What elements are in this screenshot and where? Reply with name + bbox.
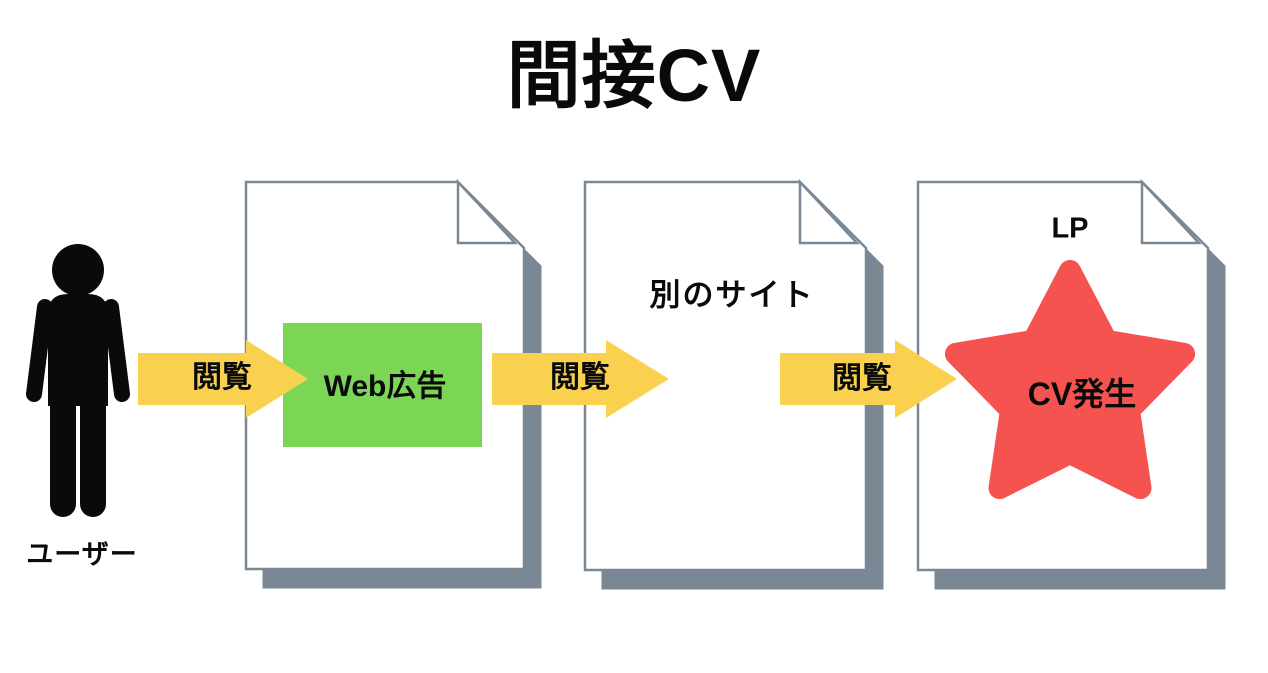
cv-star-icon xyxy=(944,260,1196,500)
document-1-fold-corner xyxy=(456,178,518,245)
document-2-fold-corner xyxy=(798,178,860,245)
web-ad-label: Web広告 xyxy=(323,370,447,403)
web-ad-box xyxy=(283,323,482,447)
arrow-3-label: 閲覧 xyxy=(832,362,892,395)
arrow-2-icon xyxy=(492,340,669,418)
user-label: ユーザー xyxy=(26,539,138,570)
cv-occurred-label: CV発生 xyxy=(1027,376,1137,412)
arrow-1-label: 閲覧 xyxy=(192,361,252,394)
document-2-icon xyxy=(583,178,884,590)
person-icon xyxy=(26,244,130,517)
document-3-fold-corner xyxy=(1140,178,1202,245)
document-2-page xyxy=(583,180,868,572)
arrow-3-icon xyxy=(780,340,957,418)
arrow-1-icon xyxy=(138,340,308,418)
other-site-label: 別のサイト xyxy=(649,277,815,313)
diagram-title: 間接CV xyxy=(506,34,762,117)
arrow-2-label: 閲覧 xyxy=(550,361,610,394)
lp-label: LP xyxy=(1051,212,1089,245)
